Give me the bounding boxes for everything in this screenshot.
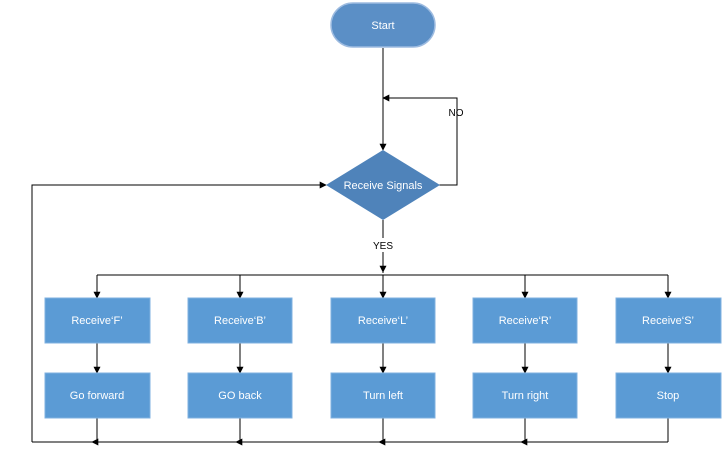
action-label-back: GO back [218, 390, 262, 402]
action-box-left [330, 372, 436, 419]
action-label-stop: Stop [657, 390, 680, 402]
receive-label-b: Receive‘B’ [214, 315, 266, 327]
decision-shape [326, 150, 440, 220]
yes-label-bg [371, 238, 395, 252]
start-shape [330, 2, 436, 48]
receive-label-r: Receive‘R’ [499, 315, 552, 327]
return-to-decision [31, 181, 327, 442]
receive-box-b [187, 297, 293, 344]
action-label-left: Turn left [363, 390, 403, 402]
receive-box-s [615, 297, 722, 344]
decision-node: Receive Signals [326, 150, 440, 220]
action-box-back [187, 372, 293, 419]
receive-label-s: Receive‘S’ [642, 315, 694, 327]
connectors [31, 48, 672, 446]
start-label: Start [371, 20, 394, 32]
action-box-forward [44, 372, 151, 419]
start-node: Start [330, 2, 436, 48]
no-label: NO [449, 108, 464, 119]
action-label-right: Turn right [502, 390, 549, 402]
edge-no-loop [382, 94, 458, 186]
receive-box-l [330, 297, 436, 344]
receive-label-l: Receive‘L’ [358, 315, 408, 327]
action-label-forward: Go forward [70, 390, 124, 402]
receive-box-f [44, 297, 151, 344]
action-box-right [472, 372, 578, 419]
receive-box-r [472, 297, 578, 344]
receive-label-f: Receive‘F’ [71, 315, 122, 327]
yes-label: YES [373, 241, 393, 252]
receive-row: Receive‘F’ Receive‘B’ Receive‘L’ Receive… [44, 297, 722, 344]
action-box-stop [615, 372, 722, 419]
decision-label: Receive Signals [344, 180, 423, 192]
action-row: Go forward GO back Turn left Turn right … [44, 372, 722, 419]
